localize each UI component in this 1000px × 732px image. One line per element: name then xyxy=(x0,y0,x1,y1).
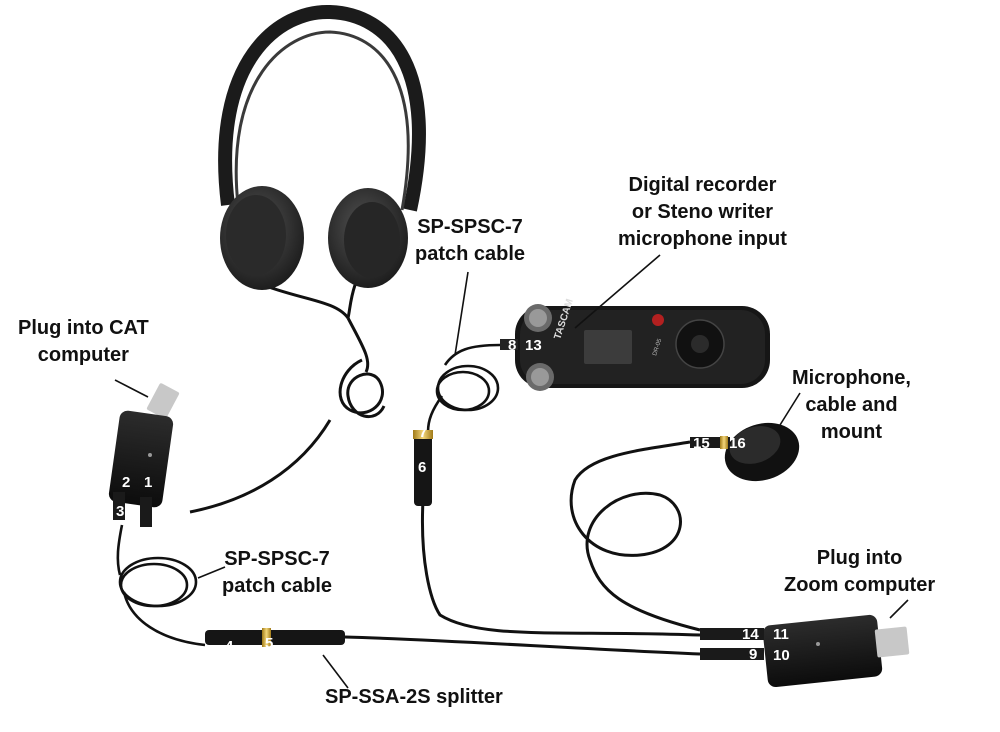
microphone xyxy=(690,422,800,482)
callout-digital-recorder: Digital recorder or Steno writer microph… xyxy=(618,174,787,250)
callout-microphone: Microphone, cable and mount xyxy=(792,367,911,443)
recorder-plug xyxy=(500,339,518,350)
connector-1: 1 xyxy=(144,474,152,491)
callout-zoom-computer: Plug into Zoom computer xyxy=(784,547,936,596)
splitter-body xyxy=(205,628,345,647)
connector-11: 11 xyxy=(773,626,789,643)
left-patch-cable xyxy=(116,524,206,647)
leader-lines xyxy=(114,254,909,689)
cat-usb-adapter xyxy=(108,383,180,527)
callout-headphone-patch-cable: SP-SPSC-7 patch cable xyxy=(415,216,526,265)
connector-14: 14 xyxy=(742,626,759,643)
connector-7: 7 xyxy=(419,424,427,441)
zoom-usb-adapter xyxy=(762,614,910,687)
connector-10: 10 xyxy=(773,647,790,664)
headphone-cable xyxy=(189,281,386,514)
connector-13: 13 xyxy=(525,337,542,354)
patch-cable-top xyxy=(426,343,501,433)
connector-6: 6 xyxy=(418,459,426,476)
connector-8: 8 xyxy=(508,337,516,354)
connector-3: 3 xyxy=(116,503,124,520)
recorder-model: DR-05 xyxy=(652,338,663,357)
connector-16: 16 xyxy=(729,435,746,452)
zoom-plug-9 xyxy=(700,648,764,660)
digital-recorder: TASCAM DR-05 xyxy=(515,298,770,391)
connector-labels: 1 2 3 4 5 6 7 8 9 10 11 13 14 15 16 xyxy=(116,337,790,664)
callout-left-patch-cable: SP-SPSC-7 patch cable xyxy=(222,548,333,597)
connector-15: 15 xyxy=(693,435,710,452)
connector-5: 5 xyxy=(265,635,273,652)
connector-2: 2 xyxy=(122,474,130,491)
headphones xyxy=(218,4,426,290)
zoom-plug-14 xyxy=(700,628,764,640)
callout-cat-computer: Plug into CAT computer xyxy=(18,317,149,366)
connector-4: 4 xyxy=(225,638,234,655)
microphone-cable xyxy=(569,440,701,632)
callout-splitter: SP-SSA-2S splitter xyxy=(325,686,503,708)
inline-jack-6-7 xyxy=(413,430,433,506)
splitter-cables xyxy=(344,499,701,656)
connector-9: 9 xyxy=(749,646,757,663)
